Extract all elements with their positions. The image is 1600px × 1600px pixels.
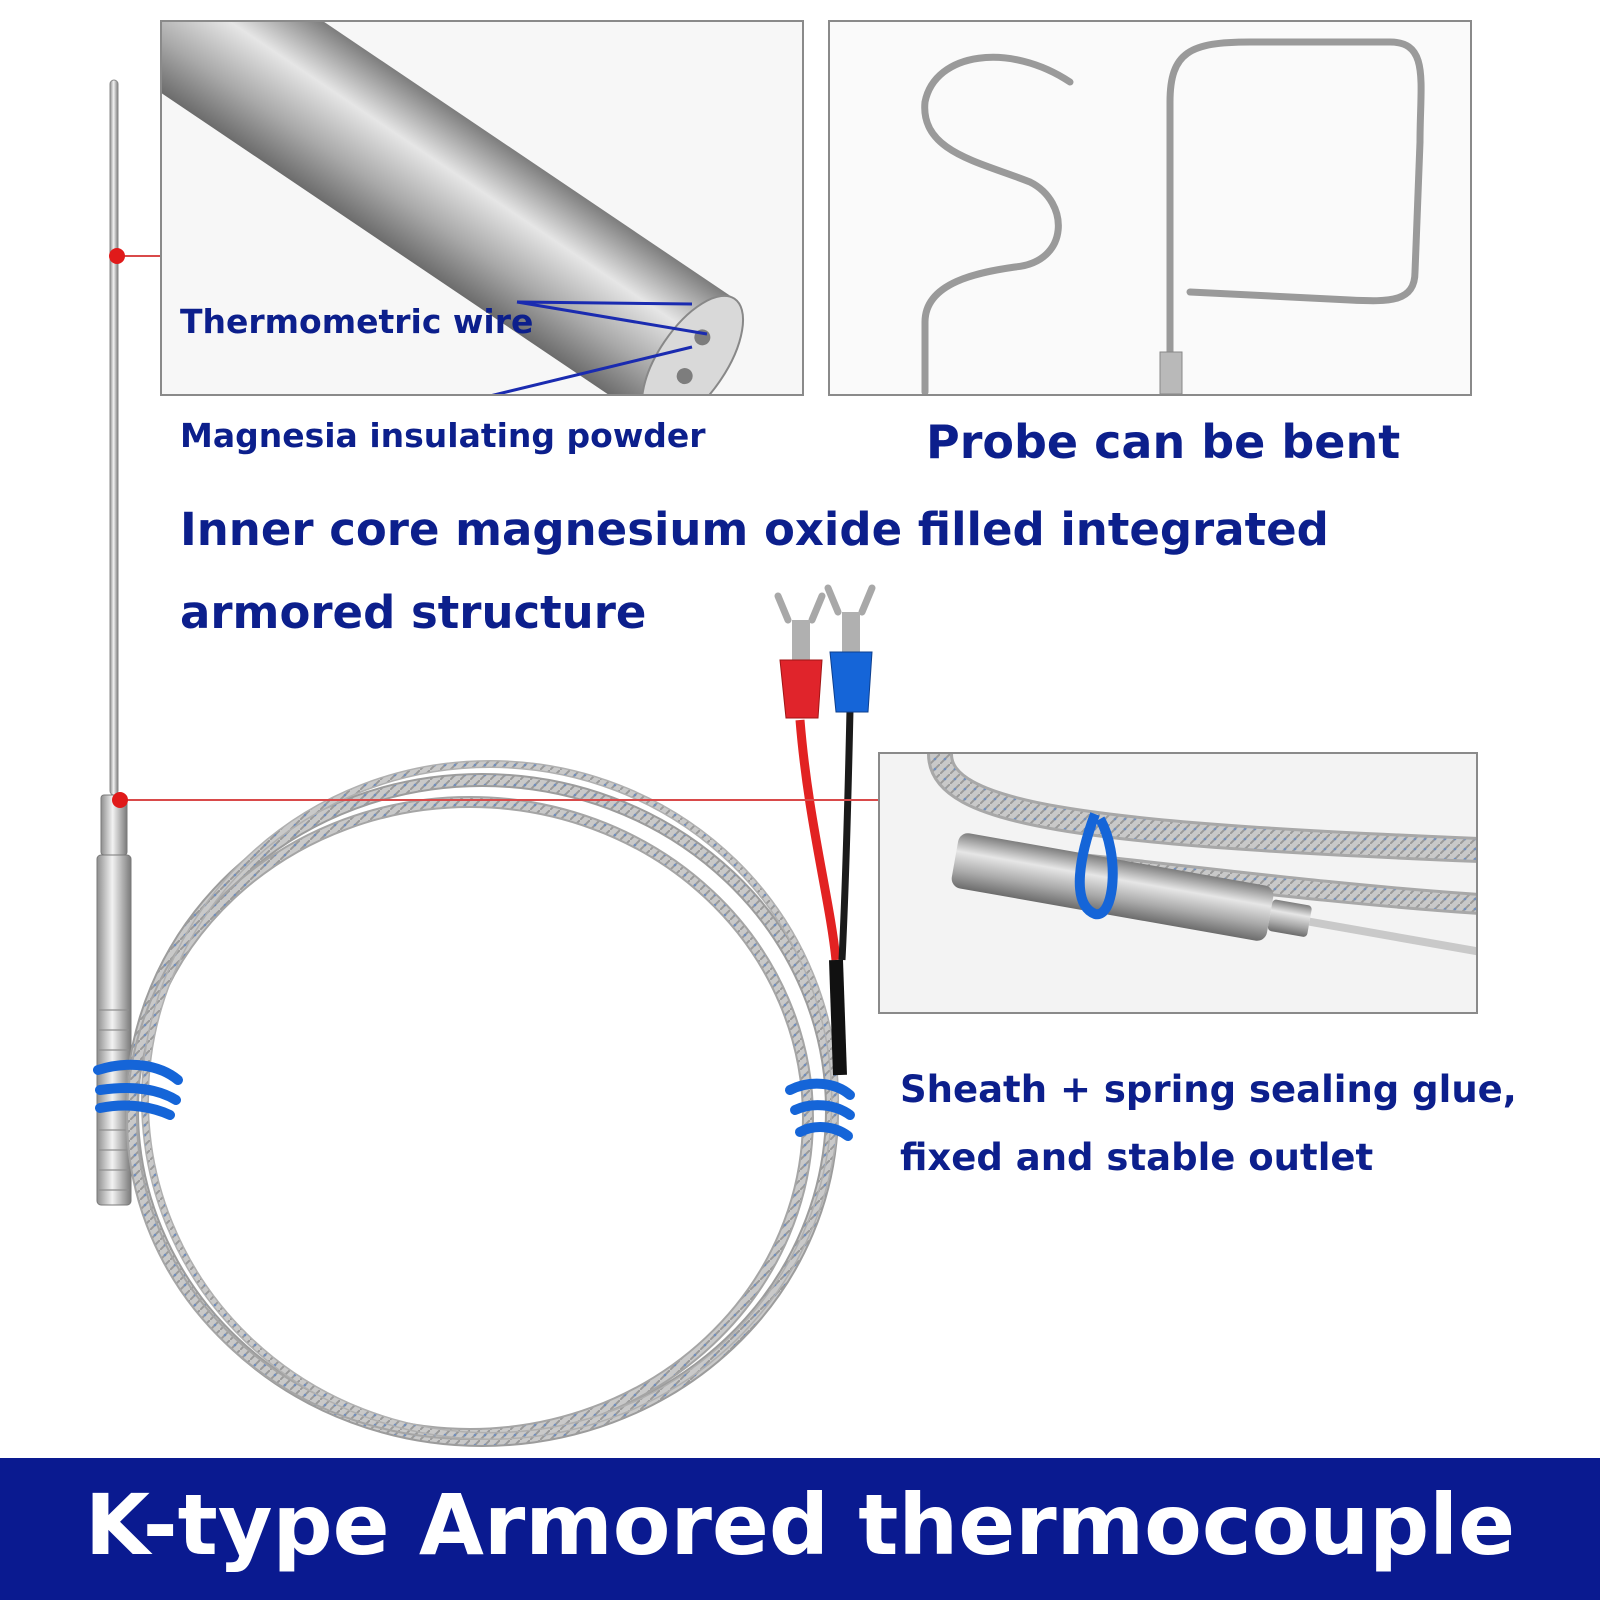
thermometric-wire-pointer	[491, 300, 708, 394]
probe-sleeve	[96, 794, 132, 1206]
coil-tie-left	[93, 1059, 183, 1120]
bent-probe-illustration	[921, 38, 1425, 394]
blue-spade-terminal	[824, 584, 876, 713]
thermometric-wire-label: Thermometric wire	[180, 302, 534, 341]
loop-probe	[1166, 38, 1425, 356]
s-shaped-probe	[921, 53, 1074, 394]
probe-rod	[109, 79, 119, 796]
inner-core-line-1: Inner core magnesium oxide filled integr…	[180, 503, 1329, 556]
lead-wire-red	[795, 719, 847, 1076]
pointer-line-top	[109, 248, 160, 264]
inner-core-line-2: armored structure	[180, 586, 647, 639]
coil-tie-right	[785, 1078, 855, 1141]
bent-probe-panel	[828, 20, 1472, 396]
red-spade-terminal	[774, 592, 826, 719]
sheath-line-1: Sheath + spring sealing glue,	[900, 1068, 1517, 1111]
sheath-line-2: fixed and stable outlet	[900, 1136, 1374, 1179]
sheath-illustration	[927, 754, 1476, 961]
probe-bent-label: Probe can be bent	[926, 415, 1401, 469]
braided-cable-coil	[125, 760, 839, 1447]
probe-tip-closeup-panel	[160, 20, 804, 396]
title-banner: K-type Armored thermocouple	[0, 1458, 1600, 1600]
magnesia-powder-label: Magnesia insulating powder	[180, 416, 706, 455]
lead-wire-black	[838, 709, 854, 961]
probe-tip-illustration	[162, 22, 745, 394]
sheath-closeup-panel	[878, 752, 1478, 1014]
pointer-line-bottom	[112, 792, 880, 808]
banner-title: K-type Armored thermocouple	[84, 1476, 1516, 1574]
